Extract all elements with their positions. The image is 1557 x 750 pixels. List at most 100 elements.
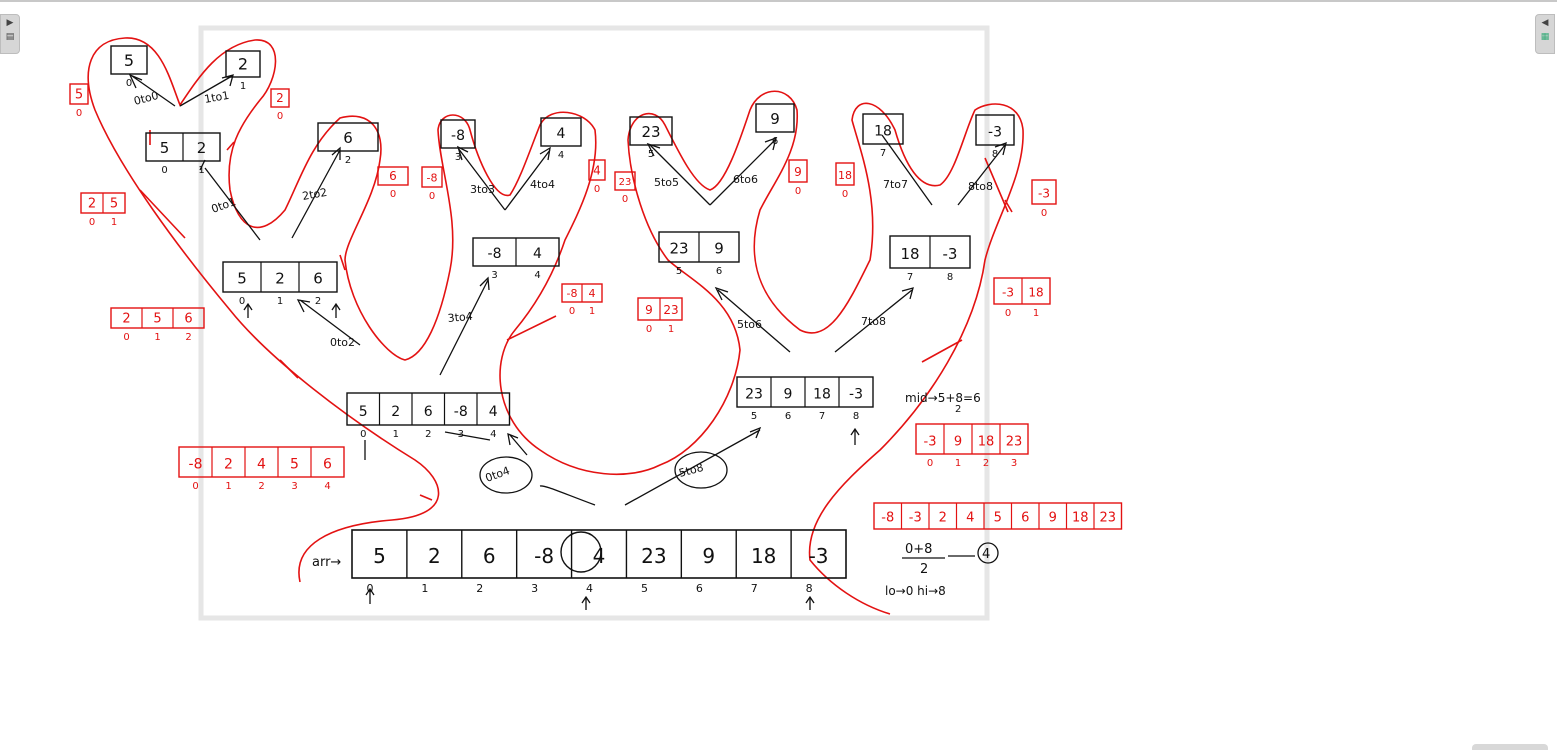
right-panel-toggle[interactable]: ◀ ▦ <box>1535 14 1555 54</box>
box-7: 187 <box>862 113 904 159</box>
box-value: -3 <box>1038 186 1050 200</box>
box-value: 6 <box>1021 511 1029 526</box>
box-value: 23 <box>1099 511 1116 526</box>
box-index: 2 <box>345 155 351 166</box>
merged-2: 20 <box>270 88 290 122</box>
mid-result: 4 <box>982 547 990 562</box>
range-label-r1to1: 1to1 <box>203 89 230 106</box>
array-cell-value: 5 <box>373 544 386 568</box>
mid-formula: mid→5+8=6 <box>905 391 981 405</box>
box-value: -8 <box>881 511 894 526</box>
high-pointer-arrow <box>805 595 815 610</box>
box-value: 23 <box>641 123 660 141</box>
box-outline <box>421 166 443 188</box>
box-index: 1 <box>1033 308 1039 319</box>
arrow-2to2 <box>291 146 341 239</box>
box-value: 5 <box>359 404 368 420</box>
box-index: 8 <box>853 411 859 422</box>
arrow-5to6 <box>714 286 791 353</box>
box-value: 6 <box>184 311 192 326</box>
box-value: 18 <box>838 169 852 182</box>
array-cell-index: 6 <box>696 582 703 595</box>
merged-neg3: -30 <box>1031 179 1057 219</box>
collapse-arrow-icon: ◀ <box>1541 18 1549 28</box>
box-value: 4 <box>257 457 266 473</box>
range-label-r2to2: 2to2 <box>301 186 328 203</box>
box-index: 2 <box>258 481 264 492</box>
box-value: 9 <box>770 110 780 128</box>
box-outline <box>270 88 290 108</box>
box-value: 23 <box>669 240 688 258</box>
array-cell-value: -3 <box>809 544 829 568</box>
scroll-handle[interactable] <box>1472 744 1548 750</box>
range-label-r7to7: 7to7 <box>883 178 908 191</box>
range-label-r3to3: 3to3 <box>470 183 495 196</box>
arrow-7to8 <box>834 287 914 353</box>
box-index: 4 <box>324 481 330 492</box>
box-index: 0 <box>89 217 95 228</box>
arrow-8to8 <box>957 141 1007 206</box>
box-value: 18 <box>874 124 892 140</box>
arrow-6to6 <box>709 136 777 206</box>
box-value: 5 <box>994 511 1002 526</box>
box-value: 23 <box>1006 435 1023 450</box>
range-label-r6to6: 6to6 <box>733 173 758 186</box>
box-index: 0 <box>239 296 245 307</box>
range-label-r4to4: 4to4 <box>530 178 555 191</box>
box-value: 9 <box>794 165 802 179</box>
left-panel-toggle[interactable]: ▶ ▤ <box>0 14 20 54</box>
box-index: 2 <box>983 458 989 469</box>
box-value: 6 <box>343 129 353 147</box>
range-label-r0to4: 0to4 <box>484 464 512 485</box>
box-value: 2 <box>391 404 400 420</box>
array-cell-value: 9 <box>702 544 715 568</box>
box-index: 0 <box>126 78 132 89</box>
box-index: 7 <box>819 411 825 422</box>
arrow-0to2 <box>296 299 361 346</box>
box-value: -8 <box>189 457 203 473</box>
box-outline <box>222 261 338 293</box>
array-cell-index: 7 <box>751 582 758 595</box>
arr-label: arr→ <box>312 555 341 570</box>
box-value: 5 <box>160 139 170 157</box>
box-value: 2 <box>224 457 233 473</box>
box-value: 5 <box>153 311 161 326</box>
split-arrow-left <box>539 485 596 506</box>
range-label-r5to5: 5to5 <box>654 176 679 189</box>
box-value: 9 <box>714 240 724 258</box>
box-value: -3 <box>1002 286 1014 300</box>
box-value: 6 <box>424 404 433 420</box>
box-index: 0 <box>1005 308 1011 319</box>
box-index: 1 <box>393 429 399 440</box>
mid-circle <box>560 531 602 573</box>
box-outline <box>835 162 855 186</box>
mid-formula2-den: 2 <box>920 562 928 577</box>
box-index: 1 <box>277 296 283 307</box>
box-index: 0 <box>390 189 396 200</box>
box-outline <box>346 392 511 426</box>
box-index: 1 <box>198 165 204 176</box>
box-value: 18 <box>1072 511 1089 526</box>
arrow-0to1 <box>204 167 261 241</box>
box-index: 2 <box>185 332 191 343</box>
box-index: 4 <box>558 150 564 161</box>
box-value: -8 <box>454 404 468 420</box>
array-cell-index: 1 <box>421 582 428 595</box>
box-7-8: 187-38 <box>889 235 971 283</box>
box-index: 3 <box>455 152 461 163</box>
box-value: 4 <box>557 126 566 142</box>
box-index: 0 <box>569 306 575 317</box>
pointer-box-2 <box>331 302 341 318</box>
box-value: 4 <box>489 404 498 420</box>
box-outline <box>225 50 261 78</box>
expand-arrow-icon: ▶ <box>6 18 14 28</box>
box-index: 8 <box>947 272 953 283</box>
box-value: 2 <box>122 311 130 326</box>
box-value: 18 <box>978 435 995 450</box>
array-cell-value: 4 <box>593 544 606 568</box>
box-index: 1 <box>668 324 674 335</box>
box-index: 5 <box>751 411 757 422</box>
